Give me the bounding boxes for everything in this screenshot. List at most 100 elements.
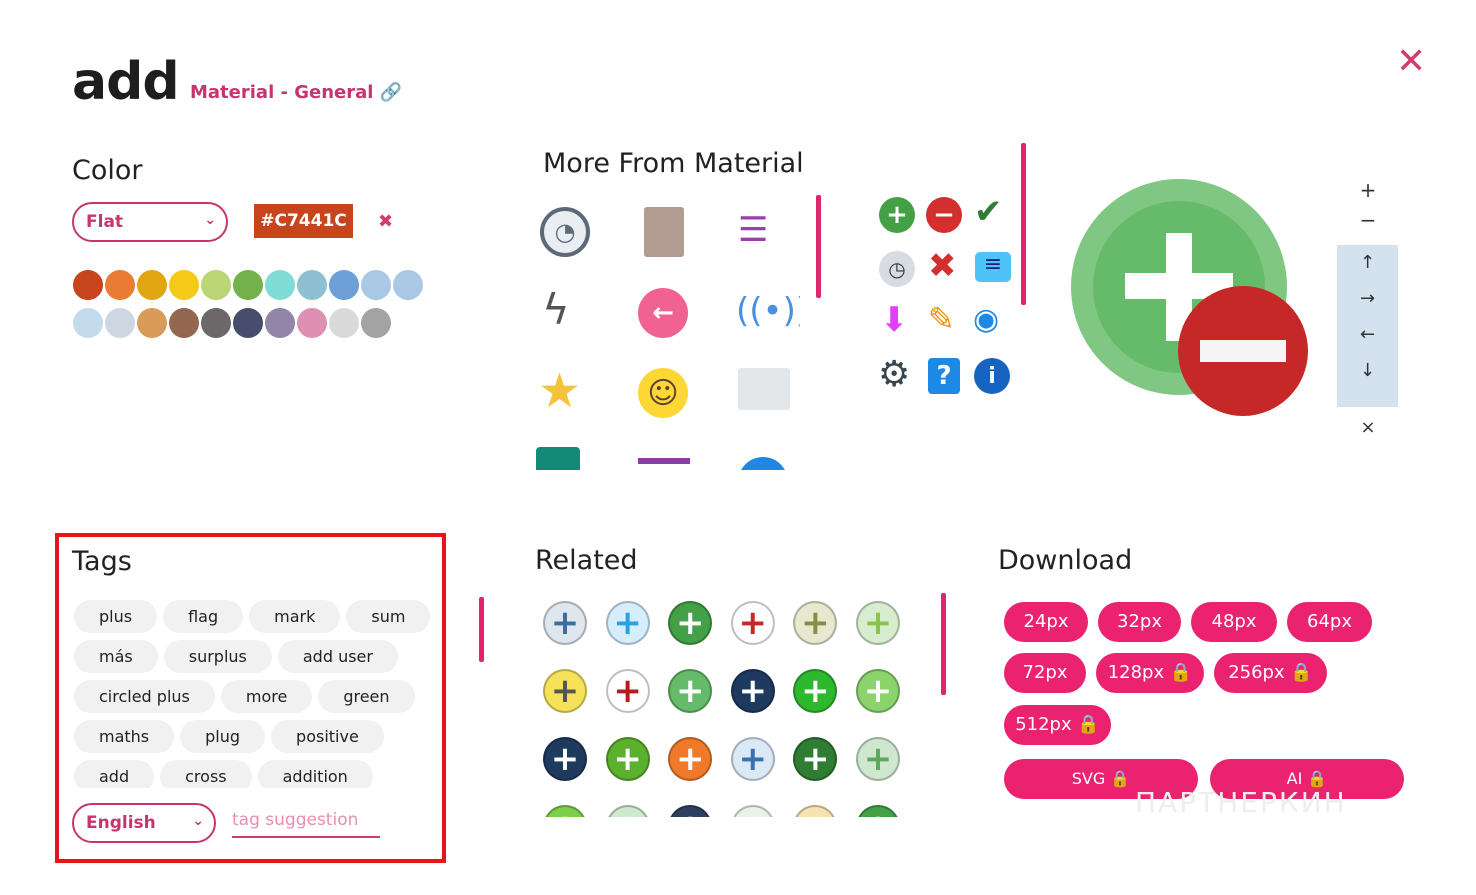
eye-icon[interactable]: ◉ bbox=[973, 302, 1000, 337]
color-swatch[interactable] bbox=[297, 308, 327, 338]
tag-chip[interactable]: sum bbox=[346, 600, 431, 633]
color-swatch[interactable] bbox=[393, 270, 423, 300]
related-plus-icon[interactable]: + bbox=[856, 601, 900, 645]
remove-circle-icon[interactable]: − bbox=[926, 197, 962, 233]
arrow-left-circle-icon[interactable]: ← bbox=[638, 288, 688, 338]
color-swatch[interactable] bbox=[73, 308, 103, 338]
color-swatch[interactable] bbox=[169, 270, 199, 300]
download-32px[interactable]: 32px bbox=[1098, 602, 1181, 642]
tag-chip[interactable]: surplus bbox=[163, 640, 272, 673]
related-plus-icon[interactable]: + bbox=[668, 805, 713, 817]
close-button[interactable]: ✕ bbox=[1396, 41, 1427, 82]
partial-icon[interactable] bbox=[738, 457, 788, 470]
arrow-up-button[interactable]: ↑ bbox=[1359, 252, 1376, 273]
related-plus-icon[interactable]: + bbox=[856, 737, 900, 781]
download-24px[interactable]: 24px bbox=[1004, 602, 1088, 642]
related-plus-icon[interactable]: + bbox=[730, 805, 775, 817]
color-swatch[interactable] bbox=[201, 270, 231, 300]
color-swatch[interactable] bbox=[105, 270, 135, 300]
color-swatch[interactable] bbox=[265, 308, 295, 338]
flash-off-icon[interactable]: ϟ bbox=[542, 285, 570, 334]
color-swatch[interactable] bbox=[201, 308, 231, 338]
color-swatch[interactable] bbox=[137, 308, 167, 338]
category-link[interactable]: Material - General 🔗 bbox=[190, 82, 402, 103]
color-hex-chip[interactable]: #C7441C bbox=[254, 204, 353, 238]
list-icon[interactable]: ☰ bbox=[738, 210, 769, 250]
star-icon[interactable]: ★ bbox=[538, 363, 582, 419]
tag-chip[interactable]: flag bbox=[163, 600, 244, 633]
close-icon[interactable]: ✖ bbox=[928, 246, 957, 286]
color-style-select[interactable]: Flat⌄ bbox=[72, 202, 228, 242]
clock-icon[interactable]: ◷ bbox=[879, 251, 915, 287]
zoom-in-button[interactable]: + bbox=[1359, 178, 1377, 202]
smiley-icon[interactable]: ☺ bbox=[638, 368, 688, 418]
related-plus-icon[interactable]: + bbox=[605, 805, 650, 817]
color-swatch[interactable] bbox=[105, 308, 135, 338]
partial-icon[interactable] bbox=[638, 458, 690, 464]
color-swatch[interactable] bbox=[265, 270, 295, 300]
clock-icon[interactable]: ◔ bbox=[540, 207, 590, 257]
related-plus-icon[interactable]: + bbox=[605, 669, 650, 713]
related-plus-icon[interactable]: + bbox=[730, 669, 775, 713]
tag-chip[interactable]: más bbox=[74, 640, 158, 673]
tag-chip[interactable]: add bbox=[74, 760, 155, 788]
related-plus-icon[interactable]: + bbox=[793, 601, 838, 645]
tag-chip[interactable]: green bbox=[318, 680, 415, 713]
color-swatch[interactable] bbox=[233, 308, 263, 338]
color-swatch[interactable] bbox=[169, 308, 199, 338]
color-swatch[interactable] bbox=[297, 270, 327, 300]
download-ai[interactable]: AI 🔒 bbox=[1210, 759, 1404, 799]
more-from-scrollbar[interactable] bbox=[816, 195, 821, 298]
related-left-scrollbar[interactable] bbox=[479, 597, 484, 662]
tag-chip[interactable]: plug bbox=[180, 720, 266, 753]
color-swatch[interactable] bbox=[73, 270, 103, 300]
chat-bubble-icon[interactable] bbox=[738, 368, 790, 410]
settings-icon[interactable]: ⚙ bbox=[878, 354, 911, 395]
download-72px[interactable]: 72px bbox=[1004, 653, 1086, 693]
related-plus-icon[interactable]: + bbox=[793, 737, 838, 781]
small-grid-scrollbar[interactable] bbox=[1021, 143, 1026, 305]
download-svg[interactable]: SVG 🔒 bbox=[1004, 759, 1198, 799]
download-48px[interactable]: 48px bbox=[1191, 602, 1277, 642]
check-icon[interactable]: ✔ bbox=[974, 192, 1003, 232]
download-64px[interactable]: 64px bbox=[1287, 602, 1372, 642]
download-128px[interactable]: 128px 🔒 bbox=[1096, 653, 1204, 693]
related-plus-icon[interactable]: + bbox=[856, 669, 900, 713]
arrow-right-button[interactable]: → bbox=[1359, 288, 1376, 309]
color-swatch[interactable] bbox=[233, 270, 263, 300]
related-plus-icon[interactable]: + bbox=[543, 601, 587, 645]
related-plus-icon[interactable]: + bbox=[793, 805, 838, 817]
tag-chip[interactable]: more bbox=[220, 680, 313, 713]
clear-color-button[interactable]: ✖ bbox=[378, 211, 394, 232]
arrow-down-button[interactable]: ↓ bbox=[1359, 360, 1376, 381]
related-plus-icon[interactable]: + bbox=[668, 669, 713, 713]
arrow-down-icon[interactable]: ⬇ bbox=[880, 300, 909, 340]
color-swatch[interactable] bbox=[329, 308, 359, 338]
reset-button[interactable]: × bbox=[1360, 417, 1376, 438]
tag-chip[interactable]: add user bbox=[277, 640, 398, 673]
pencil-icon[interactable]: ✎ bbox=[928, 300, 955, 338]
tag-chip[interactable]: positive bbox=[271, 720, 384, 753]
tag-chip[interactable]: mark bbox=[249, 600, 341, 633]
wifi-tethering-icon[interactable]: ((•)) bbox=[736, 291, 800, 331]
related-plus-icon[interactable]: + bbox=[793, 669, 838, 713]
tag-chip[interactable]: plus bbox=[74, 600, 158, 633]
related-plus-icon[interactable]: + bbox=[605, 737, 650, 781]
download-512px[interactable]: 512px 🔒 bbox=[1004, 705, 1111, 745]
chat-icon[interactable]: ≡ bbox=[975, 252, 1011, 282]
related-plus-icon[interactable]: + bbox=[668, 601, 713, 645]
related-plus-icon[interactable]: + bbox=[543, 737, 587, 781]
tag-chip[interactable]: maths bbox=[74, 720, 175, 753]
related-plus-icon[interactable]: + bbox=[856, 805, 900, 817]
color-swatch[interactable] bbox=[361, 308, 391, 338]
color-swatch[interactable] bbox=[329, 270, 359, 300]
related-plus-icon[interactable]: + bbox=[605, 601, 650, 645]
related-plus-icon[interactable]: + bbox=[668, 737, 713, 781]
download-256px[interactable]: 256px 🔒 bbox=[1214, 653, 1327, 693]
related-plus-icon[interactable]: + bbox=[730, 601, 775, 645]
related-plus-icon[interactable]: + bbox=[730, 737, 775, 781]
book-icon[interactable] bbox=[644, 207, 684, 257]
arrow-left-button[interactable]: ← bbox=[1359, 324, 1376, 345]
color-swatch[interactable] bbox=[137, 270, 167, 300]
color-swatch[interactable] bbox=[361, 270, 391, 300]
